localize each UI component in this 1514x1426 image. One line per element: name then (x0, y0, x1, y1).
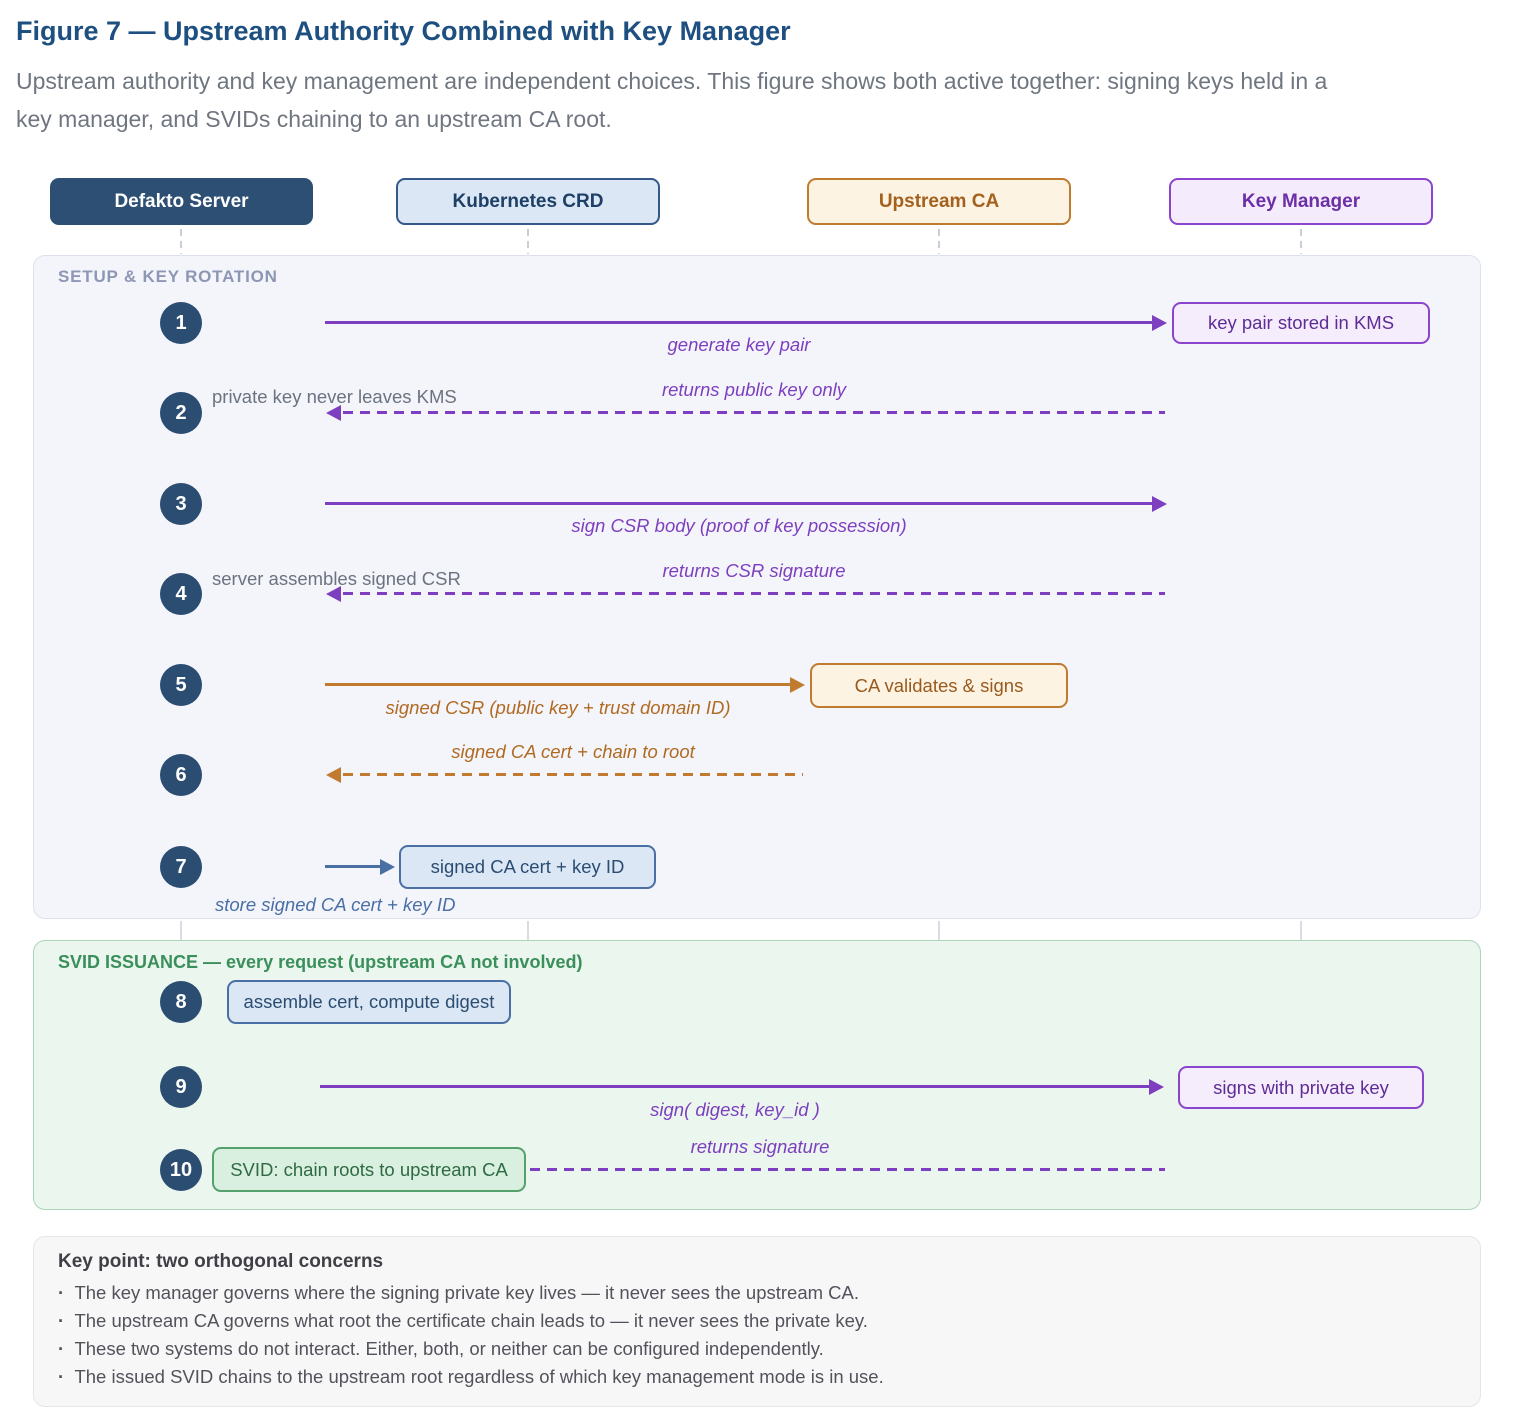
keypoint-bullet: These two systems do not interact. Eithe… (58, 1335, 884, 1363)
lifeline-segment (1300, 921, 1302, 940)
message-label-5: signed CSR (public key + trust domain ID… (385, 697, 731, 718)
arrowhead-left (326, 405, 341, 421)
node-signed-ca-cert-key-id: signed CA cert + key ID (399, 845, 656, 889)
message-line-9 (320, 1085, 1150, 1088)
arrowhead-right (1152, 496, 1167, 512)
step-circle-2: 2 (160, 392, 202, 434)
step-circle-6: 6 (160, 754, 202, 796)
message-label-4: returns CSR signature (662, 560, 846, 581)
arrowhead-left (326, 767, 341, 783)
message-label-3: sign CSR body (proof of key possession) (571, 515, 907, 536)
node-assemble-cert: assemble cert, compute digest (227, 980, 511, 1024)
message-line-10 (530, 1168, 1165, 1171)
node-svid-chain-roots: SVID: chain roots to upstream CA (212, 1147, 526, 1192)
message-line-3 (325, 502, 1153, 505)
message-label-9: sign( digest, key_id ) (650, 1099, 820, 1120)
figure-title: Figure 7 — Upstream Authority Combined w… (16, 16, 791, 46)
actor-defakto-server: Defakto Server (50, 178, 313, 225)
node-key-pair-stored-in-kms: key pair stored in KMS (1172, 302, 1430, 344)
message-line-5 (325, 683, 791, 686)
message-line-7 (325, 865, 381, 868)
actor-upstream-ca: Upstream CA (807, 178, 1071, 225)
step-circle-4: 4 (160, 573, 202, 615)
message-label-1: generate key pair (667, 334, 811, 355)
note-private-key: private key never leaves KMS (212, 386, 457, 407)
node-ca-validates-signs: CA validates & signs (810, 663, 1068, 708)
keypoint-panel: Key point: two orthogonal concerns The k… (33, 1236, 1481, 1407)
keypoint-bullet: The key manager governs where the signin… (58, 1279, 884, 1307)
step-circle-1: 1 (160, 302, 202, 344)
step-circle-8: 8 (160, 981, 202, 1023)
arrowhead-right (1152, 315, 1167, 331)
keypoint-bullet: The issued SVID chains to the upstream r… (58, 1363, 883, 1391)
lifeline-stub (1300, 229, 1302, 254)
step-circle-3: 3 (160, 483, 202, 525)
step-circle-10: 10 (160, 1149, 202, 1191)
keypoint-bullet: The upstream CA governs what root the ce… (58, 1307, 884, 1335)
message-line-4 (343, 592, 1165, 595)
step-circle-9: 9 (160, 1066, 202, 1108)
note-server-assembles: server assembles signed CSR (212, 568, 461, 589)
actor-kubernetes-crd: Kubernetes CRD (396, 178, 660, 225)
message-line-1 (325, 321, 1153, 324)
lifeline-stub (180, 229, 182, 254)
arrowhead-left (326, 586, 341, 602)
setup-panel: SETUP & KEY ROTATION (33, 255, 1481, 919)
svid-panel-header: SVID ISSUANCE — every request (upstream … (58, 952, 583, 972)
arrowhead-right (790, 677, 805, 693)
actor-key-manager: Key Manager (1169, 178, 1433, 225)
message-label-10: returns signature (690, 1136, 830, 1157)
message-label-7: store signed CA cert + key ID (215, 894, 456, 915)
lifeline-segment (527, 921, 529, 940)
arrowhead-right (380, 859, 395, 875)
message-label-6: signed CA cert + chain to root (451, 741, 695, 762)
lifeline-segment (180, 921, 182, 940)
step-circle-7: 7 (160, 846, 202, 888)
message-line-2 (343, 411, 1165, 414)
message-label-2: returns public key only (661, 379, 847, 400)
setup-panel-header: SETUP & KEY ROTATION (58, 267, 278, 286)
step-circle-5: 5 (160, 664, 202, 706)
lifeline-segment (938, 921, 940, 940)
lifeline-stub (527, 229, 529, 254)
node-signs-with-private-key: signs with private key (1178, 1066, 1424, 1109)
figure-subtitle-line1: Upstream authority and key management ar… (16, 68, 1328, 94)
lifeline-stub (938, 229, 940, 254)
message-line-6 (343, 773, 803, 776)
keypoint-title: Key point: two orthogonal concerns (58, 1251, 384, 1272)
arrowhead-right (1149, 1079, 1164, 1095)
figure-subtitle-line2: key manager, and SVIDs chaining to an up… (16, 106, 612, 132)
keypoint-list: The key manager governs where the signin… (58, 1279, 884, 1391)
